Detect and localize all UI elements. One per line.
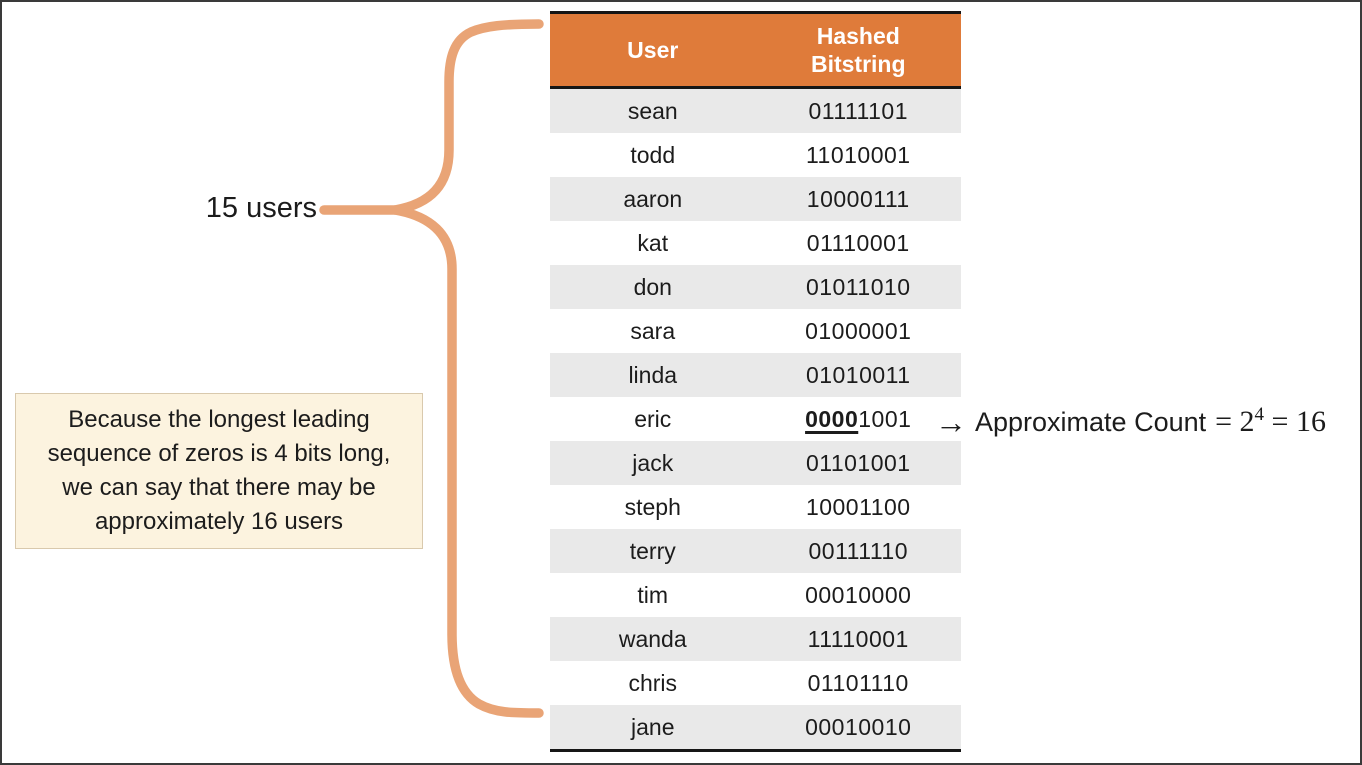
table-row: sara 01000001 <box>550 309 961 353</box>
bitstring-cell: 00010010 <box>805 713 912 740</box>
annotation-formula: = 24 = 16 <box>1215 404 1326 438</box>
annotation-label: Approximate Count <box>975 406 1207 437</box>
table-header-row: User Hashed Bitstring <box>550 14 961 86</box>
bitstring-cell: 01111101 <box>808 97 908 124</box>
leading-zeros-emphasis: 0000 <box>805 405 859 432</box>
user-cell: jane <box>631 713 675 740</box>
user-cell: steph <box>624 493 681 520</box>
user-cell: wanda <box>618 625 687 652</box>
hashed-bitstring-table: User Hashed Bitstring sean 01111101 todd… <box>550 11 961 752</box>
user-cell: eric <box>634 405 672 432</box>
user-cell: jack <box>632 449 674 476</box>
bitstring-cell: 11110001 <box>807 625 909 652</box>
bitstring-cell: 00010000 <box>805 581 912 608</box>
table-row: wanda 11110001 <box>550 617 961 661</box>
note-line: we can say that there may be <box>62 474 376 501</box>
user-cell: todd <box>630 141 676 168</box>
explanation-note: Because the longest leading sequence of … <box>15 393 423 549</box>
user-cell: sara <box>630 317 676 344</box>
user-cell: sean <box>627 97 678 124</box>
user-column-header: User <box>627 37 679 63</box>
table-row: kat 01110001 <box>550 221 961 265</box>
table-row: tim 00010000 <box>550 573 961 617</box>
table-row: chris 01101110 <box>550 661 961 705</box>
bitstring-cell: 01101110 <box>807 669 909 696</box>
user-cell: don <box>633 273 672 300</box>
bitstring-cell: 11010001 <box>805 141 911 168</box>
note-line: approximately 16 users <box>94 508 344 535</box>
user-cell: tim <box>637 581 669 608</box>
table-row: linda 01010011 <box>550 353 961 397</box>
table-row: don 01011010 <box>550 265 961 309</box>
table-row-eric: eric 00001001 <box>550 397 961 441</box>
user-cell: kat <box>637 229 669 256</box>
table-top-border <box>550 11 961 14</box>
bitstring-cell: 01000001 <box>805 317 912 344</box>
user-cell: aaron <box>623 185 683 212</box>
bitstring-cell-highlighted: 00001001 <box>756 406 962 433</box>
user-count-label: 15 users <box>205 192 317 224</box>
bitstring-cell: 01110001 <box>806 229 910 256</box>
user-cell: chris <box>628 669 678 696</box>
table-row: terry 00111110 <box>550 529 961 573</box>
bitstring-cell: 01010011 <box>805 361 911 388</box>
bitstring-cell: 10000111 <box>806 185 910 212</box>
brace-path <box>390 19 544 718</box>
bitstring-cell: 01011010 <box>805 273 911 300</box>
bitstring-cell: 00111110 <box>808 537 908 564</box>
table-row: jack 01101001 <box>550 441 961 485</box>
table-row: todd 11010001 <box>550 133 961 177</box>
user-cell: terry <box>629 537 676 564</box>
table-row: aaron 10000111 <box>550 177 961 221</box>
approximate-count-annotation: → Approximate Count = 24 = 16 <box>935 400 1326 444</box>
note-line: sequence of zeros is 4 bits long, <box>47 440 391 467</box>
table-row: jane 00010010 <box>550 705 961 749</box>
right-arrow-icon: → <box>935 404 967 440</box>
table-bottom-border <box>550 749 961 752</box>
bitstring-column-header: Hashed Bitstring <box>810 23 906 77</box>
bitstring-cell: 10001100 <box>805 493 911 520</box>
user-cell: linda <box>628 361 678 388</box>
exponent: 4 <box>1254 404 1265 425</box>
note-line: Because the longest leading <box>68 406 370 433</box>
table-row: steph 10001100 <box>550 485 961 529</box>
bitstring-rest: 1001 <box>858 405 912 432</box>
header-bottom-border <box>550 86 961 89</box>
table-row: sean 01111101 <box>550 89 961 133</box>
bitstring-cell: 01101001 <box>805 449 911 476</box>
